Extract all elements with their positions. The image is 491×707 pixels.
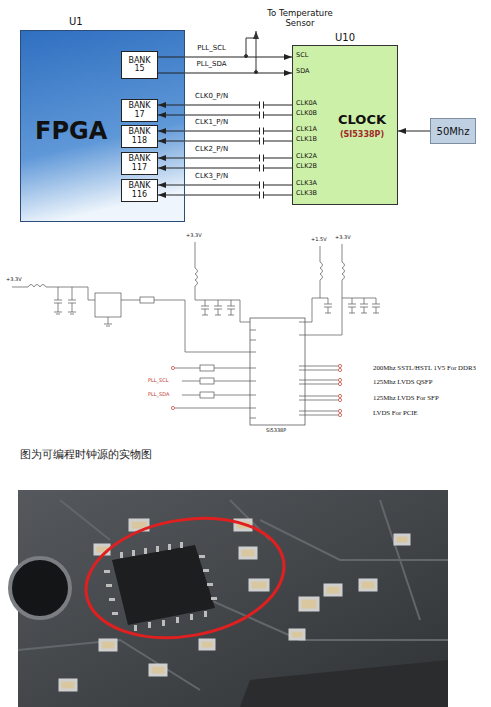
power-rail: +3.3V [6, 277, 22, 283]
signal-connector [158, 182, 292, 199]
signal-line [158, 158, 292, 159]
capacitor-gap [260, 157, 264, 159]
capacitor-symbol [259, 192, 260, 199]
capacitor-symbol [263, 128, 264, 135]
capacitor-gap [260, 140, 264, 142]
note: To Temperature Sensor [260, 9, 340, 29]
fpga-fill [20, 30, 185, 222]
signal-connector [158, 57, 292, 58]
signal-name: CLK3_P/N [194, 173, 229, 181]
bank-box: BANK 117 [121, 152, 158, 175]
signal-line [158, 105, 292, 106]
capacitor-gap [260, 130, 264, 132]
output-note: LVDS For PCIE [373, 409, 418, 417]
pin-name: CLK2B [296, 163, 317, 170]
signal-connector [158, 73, 292, 74]
capacitor-symbol [259, 182, 260, 189]
signal-name: PLL_SDA [196, 61, 228, 69]
capacitor-gap [260, 184, 264, 186]
capacitor-symbol [263, 138, 264, 145]
schematic [12, 242, 380, 425]
signal-line [158, 131, 292, 132]
bank-label: BANK 118 [125, 128, 155, 145]
capacitor-symbol [263, 182, 264, 189]
board-photo [10, 490, 448, 707]
bank-label: BANK 117 [125, 155, 155, 172]
capacitor-symbol [259, 165, 260, 172]
part-reference: U10 [293, 32, 397, 43]
bank-label: BANK 116 [125, 182, 155, 199]
capacitor-symbol [263, 102, 264, 109]
signal-line [158, 168, 292, 169]
pin-name: SDA [296, 68, 309, 75]
fpga-chip-box: U1FPGABANK 15BANK 17BANK 118BANK 117BANK… [20, 30, 185, 222]
chip-name: CLOCK [327, 112, 397, 127]
sensor-wire [245, 31, 258, 74]
pin-name: SCL [296, 52, 308, 59]
output-note: 125Mhz LVDS For SFP [373, 394, 439, 402]
output-note: 200Mhz SSTL/HSTL 1V5 For DDR3 [373, 364, 476, 372]
pin-name: CLK1B [296, 136, 317, 143]
net-name: PLL_SCL [148, 378, 169, 384]
part-number: (SI5338P) [327, 130, 397, 139]
signal-connector [158, 128, 292, 145]
pin-name: CLK3B [296, 190, 317, 197]
chip-name: FPGA [35, 117, 107, 145]
signal-line [158, 115, 292, 116]
output-note: 125Mhz LVDS QSFP [373, 378, 432, 386]
signal-name: CLK1_P/N [194, 119, 229, 127]
signal-line [398, 131, 430, 132]
signal-connector [398, 131, 430, 132]
capacitor-symbol [259, 155, 260, 162]
capacitor-symbol [263, 155, 264, 162]
bank-box: BANK 17 [121, 99, 158, 122]
capacitor-gap [260, 167, 264, 169]
net-name: PLL_SDA [148, 392, 169, 398]
signal-line [158, 195, 292, 196]
pin-name: CLK0A [296, 100, 317, 107]
frequency-label: 50Mhz [437, 126, 470, 137]
caption: 图为可编程时钟源的实物图 [20, 449, 152, 462]
oscillator-box: 50Mhz [430, 118, 476, 144]
power-rail: +3.3V [335, 235, 351, 241]
bank-box: BANK 118 [121, 125, 158, 148]
capacitor-symbol [263, 192, 264, 199]
signal-connector [158, 155, 292, 172]
signal-line [158, 141, 292, 142]
signal-connector [158, 102, 292, 119]
pin-name: CLK3A [296, 180, 317, 187]
capacitor-symbol [263, 112, 264, 119]
capacitor-gap [260, 114, 264, 116]
capacitor-symbol [263, 165, 264, 172]
signal-name: CLK0_P/N [194, 93, 229, 101]
pin-name: CLK2A [296, 153, 317, 160]
signal-line [158, 185, 292, 186]
pin-name: CLK1A [296, 126, 317, 133]
signal-name: CLK2_P/N [194, 146, 229, 154]
part-reference: U1 [69, 16, 83, 27]
part-number: Si5338P [266, 428, 286, 434]
signal-line [158, 73, 292, 74]
bank-label: BANK 15 [125, 57, 155, 74]
power-rail: +1.5V [311, 237, 327, 243]
capacitor-symbol [259, 102, 260, 109]
output-port [171, 364, 341, 416]
signal-line [158, 57, 292, 58]
bank-label: BANK 17 [125, 102, 155, 119]
capacitor-symbol [259, 112, 260, 119]
capacitor-gap [260, 194, 264, 196]
bank-box: BANK 116 [121, 179, 158, 202]
pin-name: CLK0B [296, 110, 317, 117]
bank-box: BANK 15 [121, 51, 158, 79]
power-rail: +3.3V [186, 233, 202, 239]
capacitor-symbol [259, 128, 260, 135]
capacitor-symbol [259, 138, 260, 145]
capacitor-gap [260, 104, 264, 106]
signal-name: PLL_SCL [196, 45, 227, 53]
